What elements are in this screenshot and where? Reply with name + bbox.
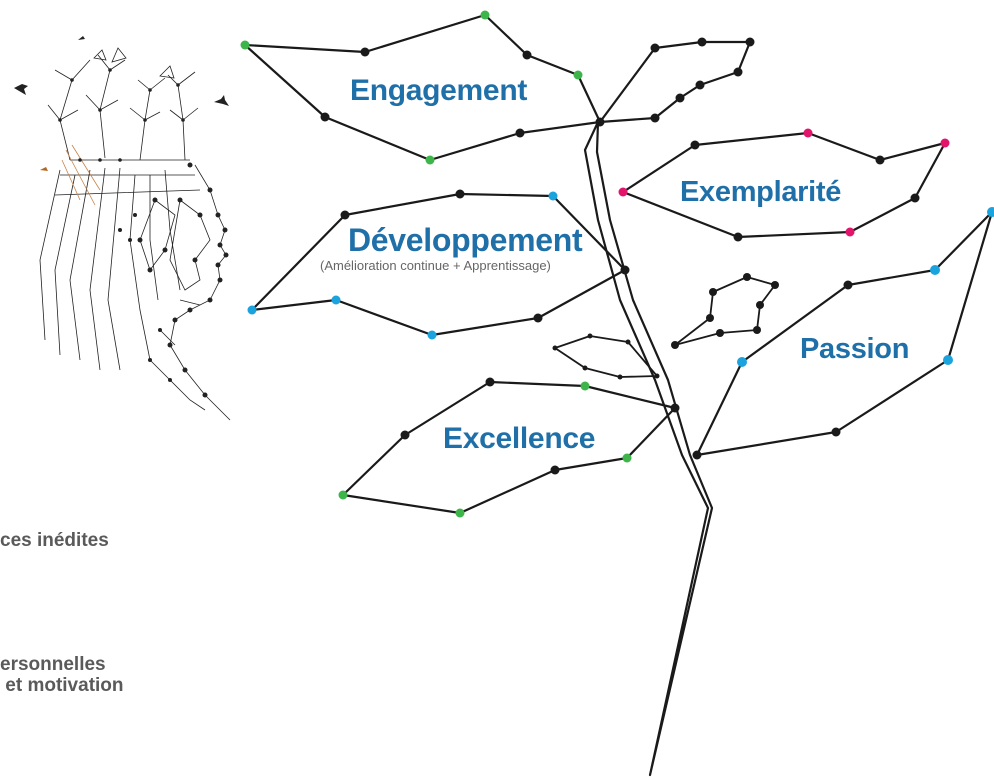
leaf-top-right-small [599, 40, 752, 124]
leaf-title-excellence: Excellence [443, 422, 596, 455]
bird-icon [40, 167, 48, 171]
illustration-nodes [58, 68, 229, 398]
leaf-subtitle-developpement: (Amélioration continue + Apprentissage) [320, 258, 551, 273]
bird-icon [78, 36, 85, 40]
bird-icon [214, 95, 229, 106]
leaf-nodes-cyan [247, 191, 994, 367]
bird-icon [14, 84, 28, 95]
leaf-title-developpement: Développement [348, 222, 583, 258]
leaf-title-passion: Passion [800, 333, 910, 365]
side-text-competences: ces inédites [0, 530, 109, 551]
leaf-title-engagement: Engagement [350, 74, 528, 107]
leaf-title-exemplarite: Exemplarité [680, 176, 842, 208]
tree-trunk [583, 120, 714, 777]
leaf-nodes-pink [618, 128, 950, 237]
leaf-nodes-black [320, 37, 920, 475]
leaf-nodes-green [240, 10, 632, 518]
polygonal-head-with-sprouting-plants-icon [14, 36, 231, 421]
side-text-motivation: ersonnelles et motivation [0, 654, 124, 696]
